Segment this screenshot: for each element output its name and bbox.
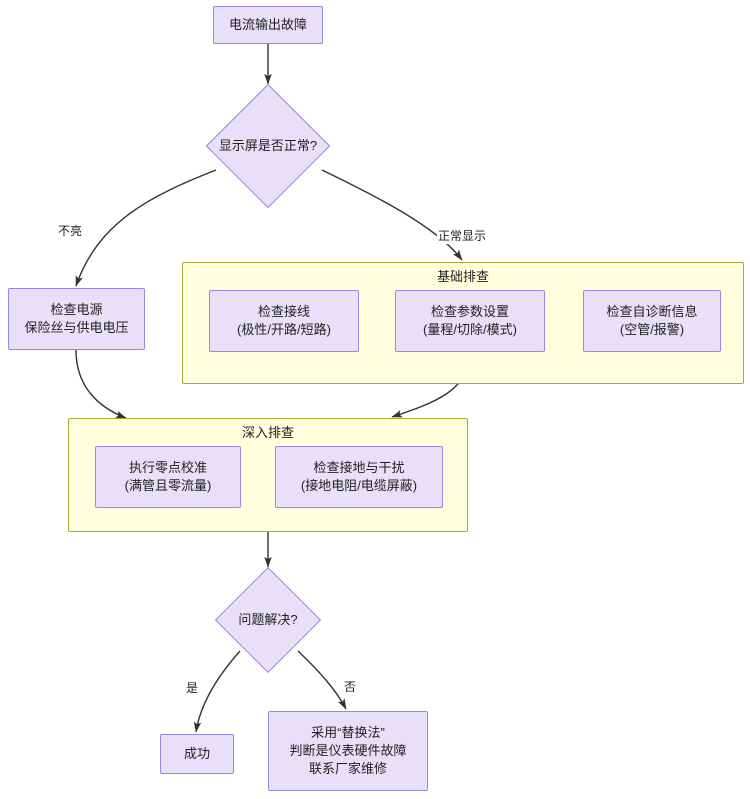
node-check-params-line-2: (量程/切除/模式) (423, 322, 517, 337)
node-replace-method[interactable]: 采用“替换法” 判断是仪表硬件故障 联系厂家维修 (268, 711, 428, 791)
node-check-wiring-line-2: (极性/开路/短路) (237, 322, 331, 337)
node-start-line-1: 电流输出故障 (228, 17, 307, 32)
node-decision-display-label: 显示屏是否正常? (218, 138, 318, 153)
edge-label-solved-yes: 是 (185, 681, 200, 696)
node-decision-solved[interactable]: 问题解决? (214, 566, 322, 674)
edge-label-solved-no: 否 (343, 680, 358, 695)
edge-label-display-off: 不亮 (57, 224, 84, 239)
node-decision-display[interactable]: 显示屏是否正常? (205, 83, 331, 209)
subgraph-deep-title: 深入排查 (241, 425, 294, 440)
node-replace-method-line-1: 采用“替换法” (311, 725, 385, 740)
edge-label-display-normal: 正常显示 (437, 229, 488, 244)
edge-decision-display-to-basic (321, 169, 463, 261)
node-check-power[interactable]: 检查电源 保险丝与供电电压 (8, 288, 145, 350)
node-replace-method-line-3: 联系厂家维修 (308, 761, 387, 776)
node-check-ground[interactable]: 检查接地与干扰 (接地电阻/电缆屏蔽) (275, 446, 443, 508)
node-start[interactable]: 电流输出故障 (213, 6, 323, 44)
node-success[interactable]: 成功 (160, 734, 234, 774)
node-zero-cal[interactable]: 执行零点校准 (满管且零流量) (95, 446, 241, 508)
edge-check-power-to-deep (75, 349, 127, 419)
node-check-params[interactable]: 检查参数设置 (量程/切除/模式) (395, 290, 545, 352)
subgraph-basic-title: 基础排查 (436, 269, 489, 284)
node-check-wiring[interactable]: 检查接线 (极性/开路/短路) (209, 290, 359, 352)
node-check-power-line-2: 保险丝与供电电压 (24, 320, 129, 335)
node-check-selfdiag-line-2: (空管/报警) (619, 322, 685, 337)
node-check-power-line-1: 检查电源 (50, 302, 103, 317)
node-check-selfdiag[interactable]: 检查自诊断信息 (空管/报警) (583, 290, 721, 352)
node-check-ground-line-2: (接地电阻/电缆屏蔽) (300, 478, 418, 493)
node-replace-method-line-2: 判断是仪表硬件故障 (289, 743, 407, 758)
node-check-ground-line-1: 检查接地与干扰 (313, 460, 405, 475)
node-zero-cal-line-1: 执行零点校准 (128, 460, 207, 475)
node-check-wiring-line-1: 检查接线 (257, 304, 310, 319)
node-check-selfdiag-line-1: 检查自诊断信息 (606, 304, 698, 319)
node-success-line-1: 成功 (183, 746, 210, 761)
node-check-params-line-1: 检查参数设置 (430, 304, 509, 319)
node-decision-solved-label: 问题解决? (238, 612, 298, 627)
node-zero-cal-line-2: (满管且零流量) (124, 478, 212, 493)
